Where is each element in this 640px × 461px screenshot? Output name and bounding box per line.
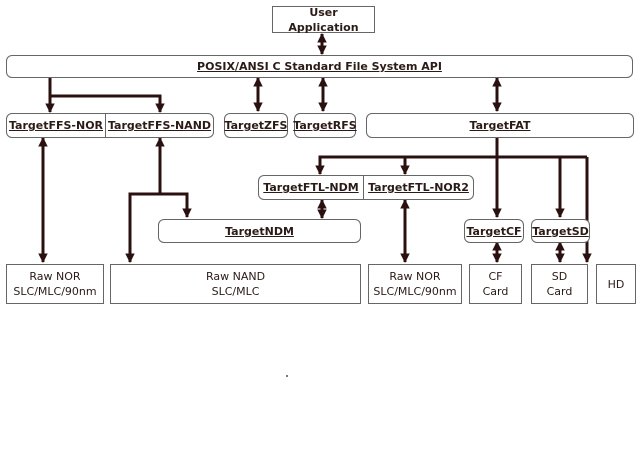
- sd-box: TargetSD: [531, 219, 590, 243]
- rfs-label: TargetRFS: [293, 119, 357, 132]
- raw-nor-right-box: Raw NOR SLC/MLC/90nm: [368, 264, 462, 304]
- fat-label: TargetFAT: [469, 119, 531, 132]
- cf-card-line1: CF: [488, 270, 503, 283]
- api-box: POSIX/ANSI C Standard File System API: [6, 55, 633, 78]
- hd-box: HD: [596, 264, 636, 304]
- cf-box: TargetCF: [464, 219, 524, 243]
- user-application-box: User Application: [272, 5, 375, 34]
- raw-nand-line2: SLC/MLC: [211, 285, 260, 298]
- raw-nor-left-line2: SLC/MLC/90nm: [13, 285, 97, 298]
- ftl-box: TargetFTL-NDM TargetFTL-NOR2: [258, 175, 474, 200]
- ndm-box: TargetNDM: [158, 219, 361, 243]
- ffs-nand-label: TargetFFS-NAND: [107, 119, 212, 132]
- rfs-box: TargetRFS: [293, 113, 357, 138]
- connector-fat-fanout: [318, 155, 587, 174]
- zfs-label: TargetZFS: [224, 119, 288, 132]
- fat-box: TargetFAT: [366, 113, 634, 138]
- zfs-box: TargetZFS: [224, 113, 288, 138]
- raw-nand-line1: Raw NAND: [205, 270, 266, 283]
- sd-card-line2: Card: [546, 285, 573, 298]
- cf-label: TargetCF: [466, 224, 522, 238]
- ftl-nor2-label: TargetFTL-NOR2: [368, 181, 469, 194]
- hd-label: HD: [607, 277, 625, 291]
- ffs-nor-label: TargetFFS-NOR: [8, 119, 104, 132]
- user-application-label: User Application: [288, 5, 359, 34]
- ffs-box: TargetFFS-NOR TargetFFS-NAND: [6, 113, 214, 138]
- ndm-label: TargetNDM: [225, 224, 294, 238]
- sd-label: TargetSD: [532, 224, 589, 238]
- api-label: POSIX/ANSI C Standard File System API: [197, 60, 442, 73]
- cf-card-line2: Card: [482, 285, 509, 298]
- ftl-ndm-label: TargetFTL-NDM: [263, 181, 359, 194]
- raw-nor-left-box: Raw NOR SLC/MLC/90nm: [6, 264, 104, 304]
- cf-card-box: CF Card: [469, 264, 522, 304]
- sd-card-line1: SD: [551, 270, 568, 283]
- raw-nor-right-line2: SLC/MLC/90nm: [373, 285, 457, 298]
- raw-nor-right-line1: Raw NOR: [389, 270, 441, 283]
- raw-nand-box: Raw NAND SLC/MLC: [110, 264, 361, 304]
- sd-card-box: SD Card: [531, 264, 588, 304]
- raw-nor-left-line1: Raw NOR: [29, 270, 81, 283]
- stray-dot: [286, 375, 288, 377]
- connector-api-ffs: [48, 78, 162, 112]
